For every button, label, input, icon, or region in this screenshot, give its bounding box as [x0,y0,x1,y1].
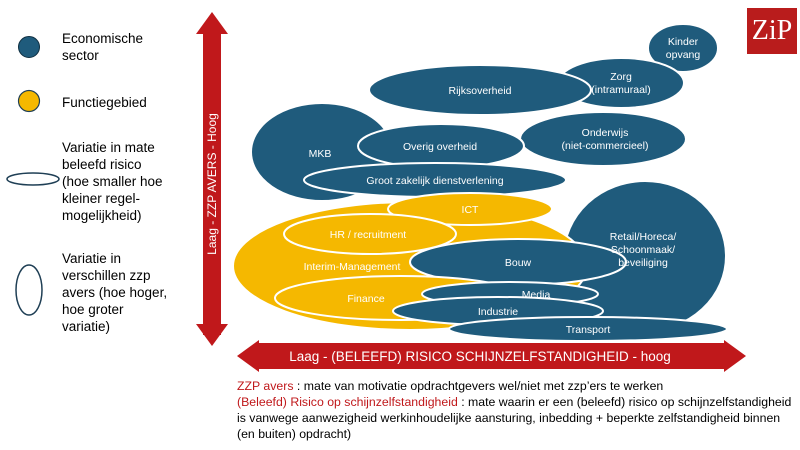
label-hr: HR / recruitment [330,229,407,241]
label-transport: Transport [566,324,611,336]
label-ict: ICT [462,204,480,216]
label-media: Media [522,289,551,301]
label-onderwijs: Onderwijs(niet-commercieel) [562,127,649,152]
label-mkb: MKB [309,148,332,160]
legend-risk-variation-ellipse [6,172,60,186]
label-bouw: Bouw [505,257,532,269]
legend-risk-variation-label: Variatie in mate beleefd risico (hoe sma… [62,140,163,223]
zip-logo: ZiP [747,8,797,54]
label-rijksoverheid: Rijksoverheid [448,85,511,97]
bubble-hr [283,213,457,255]
footnote-line-risico: (Beleefd) Risico op schijnzelfstandighei… [237,394,797,442]
footnote-term-zzp-avers: ZZP avers [237,379,294,393]
footnote-def-risico: : mate waarin er een (beleefd) risico op… [237,395,792,441]
legend-zzp-variation-label: Variatie in verschillen zzp avers (hoe h… [62,251,168,334]
label-overig-overheid: Overig overheid [403,141,477,153]
label-groot-zakelijk: Groot zakelijk dienstverlening [366,175,503,187]
y-axis-label: Laag - ZZP AVERS - Hoog [205,113,219,255]
footnote-line-zzp-avers: ZZP avers : mate van motivatie opdrachtg… [237,378,797,394]
footnote-term-risico: (Beleefd) Risico op schijnzelfstandighei… [237,395,458,409]
legend-function-label: Functiegebied [62,95,147,110]
label-zorg: Zorg(intramuraal) [591,71,651,96]
y-axis-arrow: Laag - ZZP AVERS - Hoog [196,12,228,346]
bubble-ict [387,192,553,226]
label-finance: Finance [347,293,385,305]
label-interim: Interim-Management [304,261,401,273]
x-axis-label: Laag - (BELEEFD) RISICO SCHIJNZELFSTANDI… [289,349,671,364]
footnote: ZZP avers : mate van motivatie opdrachtg… [237,378,797,442]
bubble-kinderopvang [647,23,719,73]
label-industrie: Industrie [478,306,518,318]
legend-sector-swatch [18,36,40,58]
bubble-rijksoverheid [368,64,592,116]
label-retail: Retail/Horeca/Schoonmaak/beveiliging [610,231,677,269]
legend-sector-label: Economische sector [62,31,144,63]
bubble-onderwijs [519,111,687,167]
legend-zzp-variation-ellipse [15,264,43,316]
footnote-def-zzp-avers: : mate van motivatie opdrachtgevers wel/… [293,379,664,393]
bubble-transport [448,316,728,342]
x-axis-arrow: Laag - (BELEEFD) RISICO SCHIJNZELFSTANDI… [237,340,746,372]
legend-function-swatch [17,89,41,113]
